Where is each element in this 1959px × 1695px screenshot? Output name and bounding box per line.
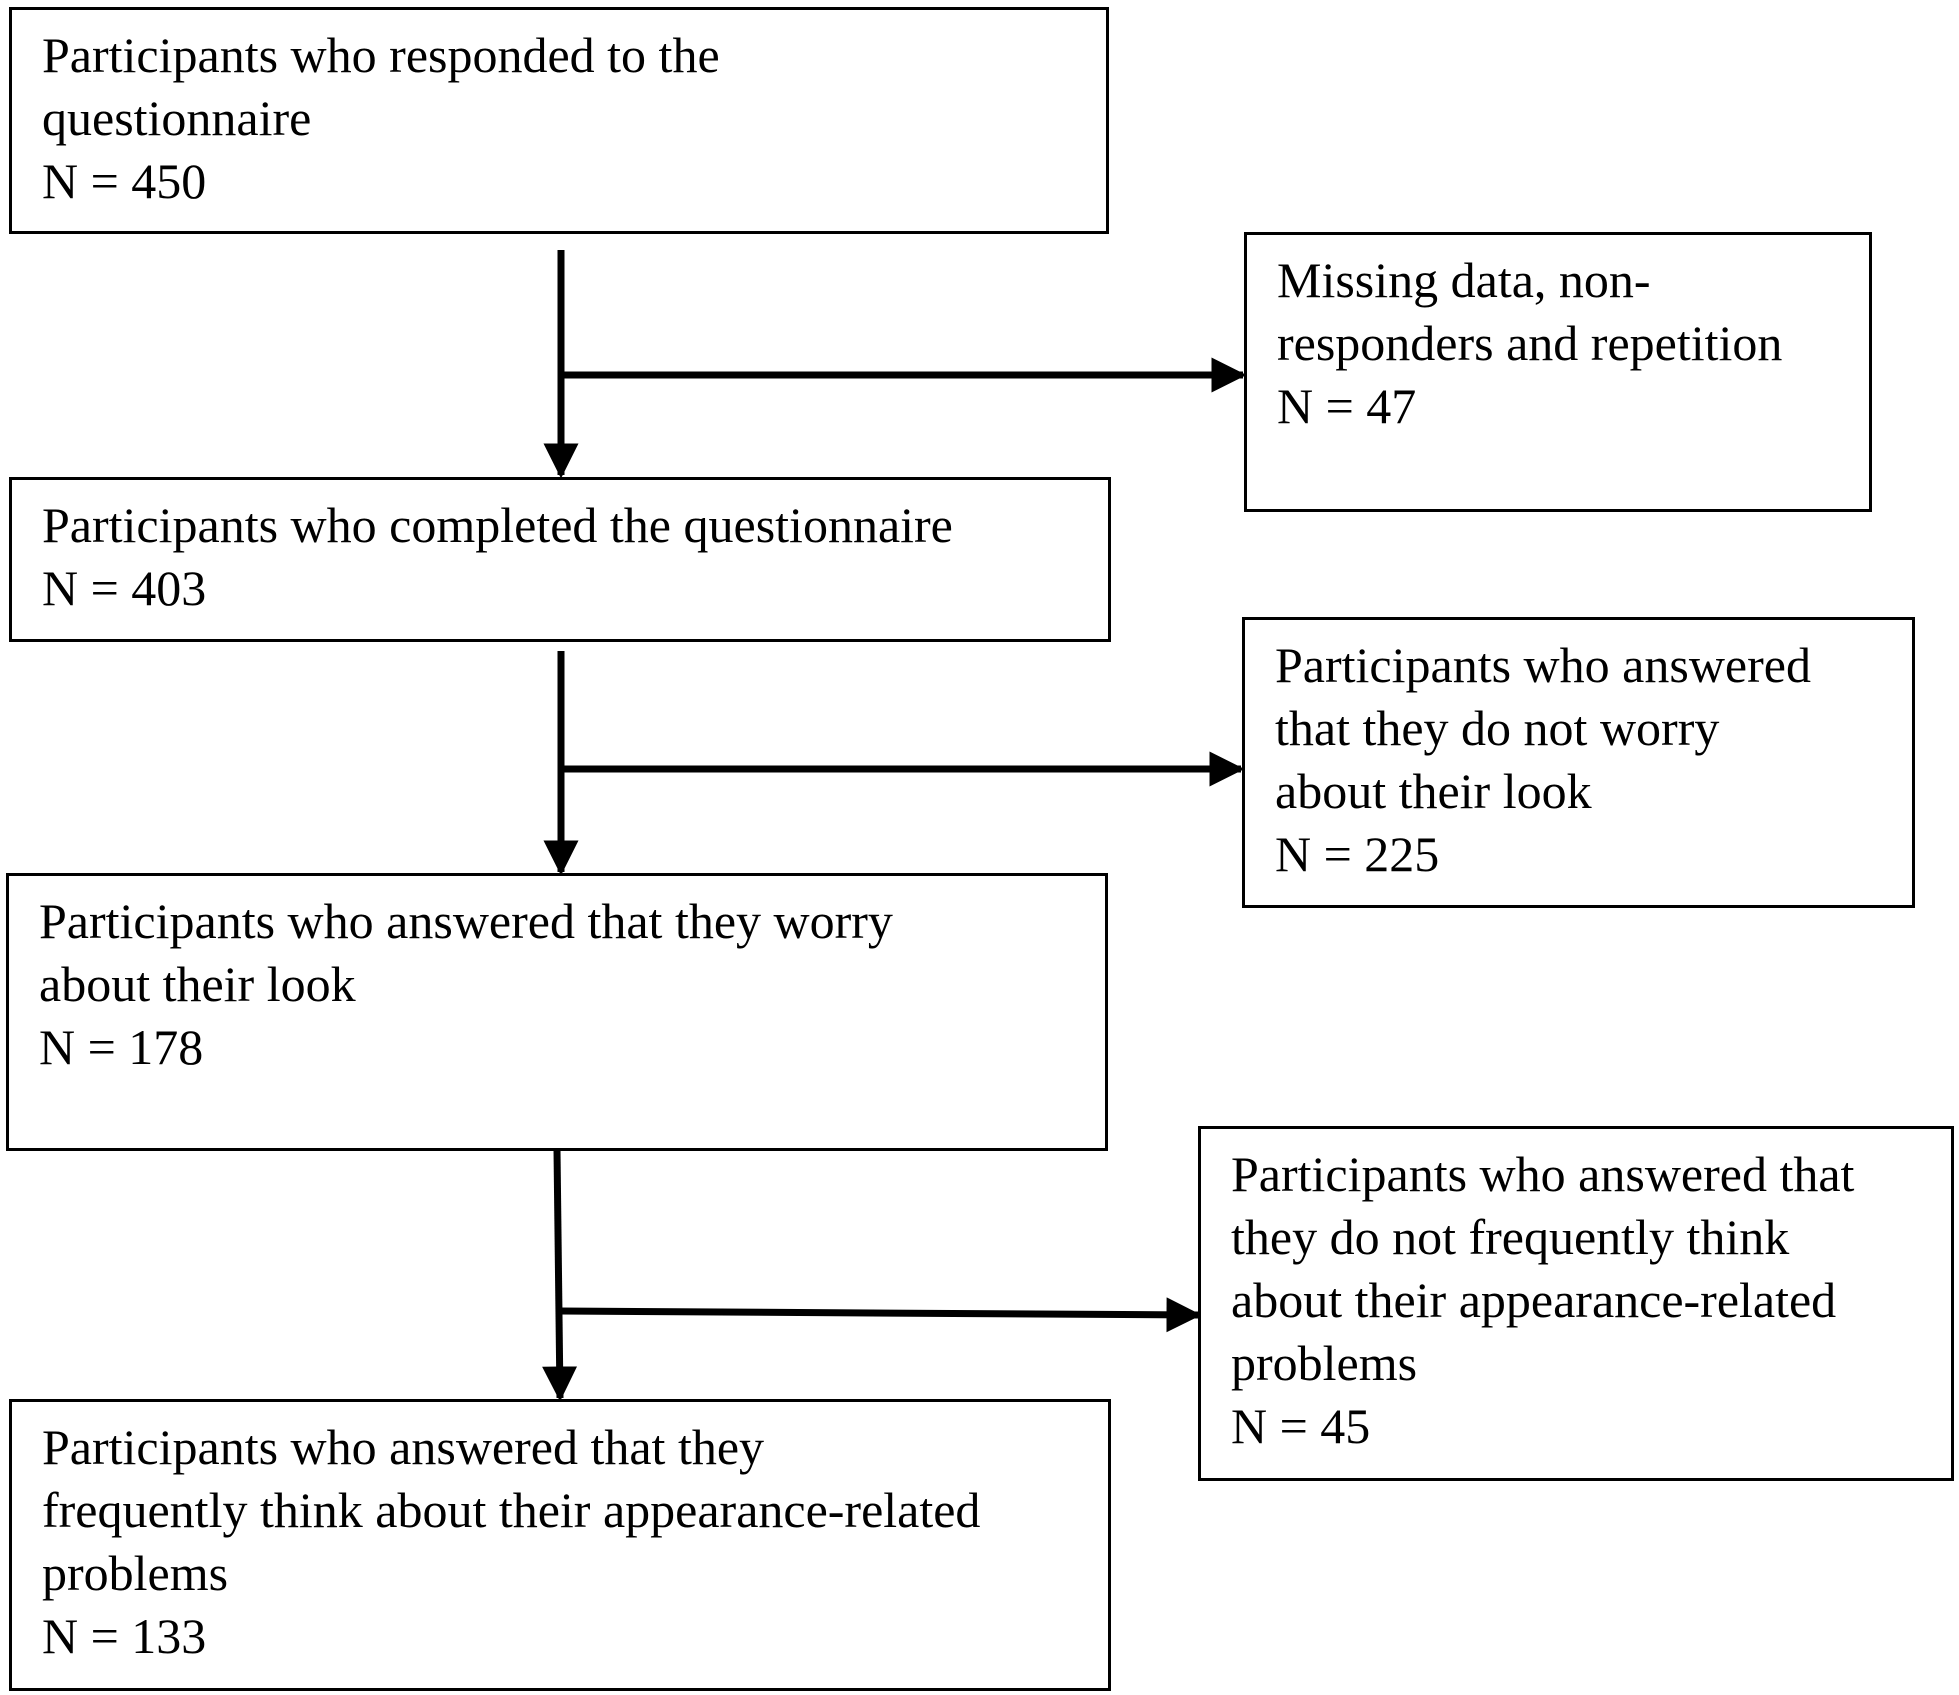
box-text-line: questionnaire [42, 90, 312, 146]
box-frequent: Participants who answered that they freq… [9, 1399, 1111, 1691]
box-text-line: frequently think about their appearance-… [42, 1482, 981, 1538]
box-text-line: Participants who responded to the [42, 27, 720, 83]
box-text-line: about their appearance-related [1231, 1272, 1837, 1328]
box-text-line: Missing data, non- [1277, 252, 1651, 308]
box-completed: Participants who completed the questionn… [9, 477, 1111, 642]
arrow-to-not-frequent [559, 1297, 1202, 1333]
count-label: N = 47 [1277, 378, 1417, 434]
box-text-line: about their look [1275, 763, 1592, 819]
box-responded: Participants who responded to the questi… [9, 7, 1109, 234]
count-label: N = 450 [42, 153, 207, 209]
box-worry: Participants who answered that they worr… [6, 873, 1108, 1151]
box-text-line: Participants who answered that [1231, 1146, 1855, 1202]
box-text-line: Participants who answered [1275, 637, 1811, 693]
box-text-line: Participants who answered that they worr… [39, 893, 893, 949]
box-text-line: about their look [39, 956, 356, 1012]
count-label: N = 45 [1231, 1398, 1371, 1454]
box-text-line: responders and repetition [1277, 315, 1783, 371]
box-text-line: Participants who completed the questionn… [42, 497, 953, 553]
arrow-worry-to-frequent [542, 1149, 578, 1402]
box-not-frequent: Participants who answered that they do n… [1198, 1126, 1954, 1481]
box-missing: Missing data, non- responders and repeti… [1244, 232, 1872, 512]
box-text-line: problems [42, 1545, 229, 1601]
box-text-line: problems [1231, 1335, 1418, 1391]
count-label: N = 133 [42, 1608, 207, 1664]
count-label: N = 178 [39, 1019, 204, 1075]
box-text-line: Participants who answered that they [42, 1419, 765, 1475]
box-text-line: they do not frequently think [1231, 1209, 1790, 1265]
box-no-worry: Participants who answered that they do n… [1242, 617, 1915, 908]
count-label: N = 225 [1275, 826, 1440, 882]
count-label: N = 403 [42, 560, 207, 616]
box-text-line: that they do not worry [1275, 700, 1720, 756]
